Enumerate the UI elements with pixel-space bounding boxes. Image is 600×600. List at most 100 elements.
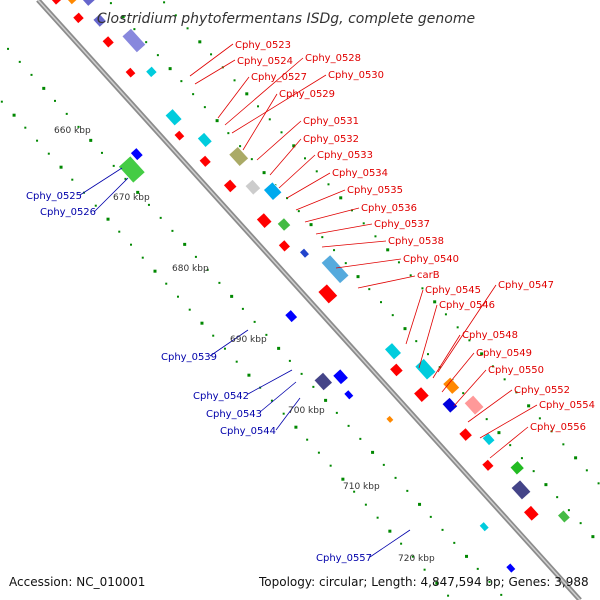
- cds-feature: [332, 368, 349, 386]
- gene-label[interactable]: Cphy_0542: [193, 391, 249, 402]
- gene-label[interactable]: Cphy_0554: [539, 400, 595, 411]
- label-leader: [489, 426, 529, 459]
- gc-dot: [53, 99, 56, 102]
- gene-label[interactable]: Cphy_0538: [388, 236, 444, 247]
- gene-label[interactable]: Cphy_0525: [26, 191, 82, 202]
- gene-label[interactable]: Cphy_0539: [161, 352, 217, 363]
- cds-feature: [299, 247, 310, 259]
- label-leader: [275, 397, 301, 431]
- gene-label[interactable]: Cphy_0552: [514, 385, 570, 396]
- gene-label[interactable]: Cphy_0557: [316, 553, 372, 564]
- gc-dot: [409, 274, 412, 277]
- cds-feature: [164, 108, 183, 127]
- gc-dot: [364, 503, 367, 506]
- gene-label[interactable]: Cphy_0526: [40, 207, 96, 218]
- gc-dot: [247, 373, 251, 377]
- gc-dot: [12, 113, 16, 117]
- gc-dot: [183, 242, 187, 246]
- gene-label[interactable]: Cphy_0546: [439, 300, 495, 311]
- cds-feature: [124, 66, 137, 79]
- cds-feature: [505, 562, 517, 574]
- gene-label[interactable]: Cphy_0534: [332, 168, 388, 179]
- gene-label[interactable]: Cphy_0531: [303, 116, 359, 127]
- gc-dot: [42, 86, 46, 90]
- gc-dot: [453, 541, 456, 544]
- cds-feature: [79, 0, 97, 7]
- gene-label[interactable]: Cphy_0543: [206, 409, 262, 420]
- label-leader: [93, 177, 129, 213]
- cds-feature: [72, 11, 85, 24]
- gene-label[interactable]: Cphy_0545: [425, 285, 481, 296]
- gene-label[interactable]: Cphy_0549: [476, 348, 532, 359]
- label-leader: [453, 369, 487, 407]
- label-leader: [357, 275, 416, 289]
- gene-label[interactable]: Cphy_0535: [347, 185, 403, 196]
- cds-feature: [198, 154, 212, 168]
- gene-label[interactable]: Cphy_0540: [403, 254, 459, 265]
- gene-label[interactable]: Cphy_0537: [374, 219, 430, 230]
- gene-label[interactable]: Cphy_0524: [237, 56, 293, 67]
- gc-dot: [121, 15, 125, 19]
- tick-label-660: 660 kbp: [54, 126, 91, 136]
- gc-dot: [210, 53, 213, 56]
- label-leader: [315, 223, 373, 235]
- gc-dot: [339, 196, 343, 200]
- gene-label[interactable]: Cphy_0532: [303, 134, 359, 145]
- gc-dot: [215, 119, 219, 123]
- gc-dot: [245, 92, 249, 96]
- gc-dot: [153, 269, 157, 273]
- gene-label[interactable]: Cphy_0556: [530, 422, 586, 433]
- cds-feature: [173, 129, 186, 142]
- cds-feature: [510, 479, 532, 501]
- cds-feature: [320, 254, 350, 285]
- label-leader: [432, 334, 461, 379]
- gc-dot: [344, 262, 347, 265]
- gc-dot: [109, 2, 112, 5]
- gc-dot: [356, 275, 360, 279]
- label-leader: [467, 389, 513, 423]
- gc-dot: [168, 67, 172, 71]
- gene-label[interactable]: Cphy_0530: [328, 70, 384, 81]
- cds-feature: [65, 0, 79, 6]
- gc-dot: [112, 164, 115, 167]
- gc-dot: [141, 256, 144, 259]
- gc-dot: [462, 392, 465, 395]
- label-leader: [231, 74, 327, 134]
- gc-dot: [447, 594, 450, 597]
- gc-dot: [133, 28, 136, 31]
- gene-label[interactable]: Cphy_0547: [498, 280, 554, 291]
- gene-label[interactable]: Cphy_0536: [361, 203, 417, 214]
- gc-dot: [426, 353, 429, 356]
- label-leader: [79, 167, 123, 196]
- gene-label[interactable]: Cphy_0523: [235, 40, 291, 51]
- gene-label[interactable]: Cphy_0548: [462, 330, 518, 341]
- gene-label[interactable]: Cphy_0533: [317, 150, 373, 161]
- gc-dot: [497, 431, 501, 435]
- label-leader: [242, 93, 278, 151]
- gene-label[interactable]: Cphy_0550: [488, 365, 544, 376]
- gc-dot: [280, 131, 283, 134]
- cds-feature: [130, 147, 144, 161]
- label-leader: [418, 304, 438, 369]
- gc-dot: [433, 300, 437, 304]
- gc-dot: [376, 516, 379, 519]
- gc-dot: [485, 418, 488, 421]
- cds-feature: [118, 155, 146, 184]
- cds-feature: [414, 358, 437, 381]
- gc-dot: [294, 425, 298, 429]
- topology-text: Topology: circular; Length: 4,847,594 bp…: [258, 575, 589, 589]
- gene-label[interactable]: Cphy_0529: [279, 89, 335, 100]
- cds-feature: [458, 427, 473, 442]
- cds-feature: [276, 217, 292, 232]
- gc-dot: [145, 41, 148, 44]
- gene-label[interactable]: carB: [417, 270, 440, 281]
- label-leader: [405, 289, 424, 345]
- gene-label[interactable]: Cphy_0544: [220, 426, 276, 437]
- cds-feature: [48, 0, 63, 6]
- gc-dot: [315, 170, 318, 173]
- gene-label[interactable]: Cphy_0527: [251, 72, 307, 83]
- gene-label[interactable]: Cphy_0528: [305, 53, 361, 64]
- gc-dot: [500, 593, 503, 596]
